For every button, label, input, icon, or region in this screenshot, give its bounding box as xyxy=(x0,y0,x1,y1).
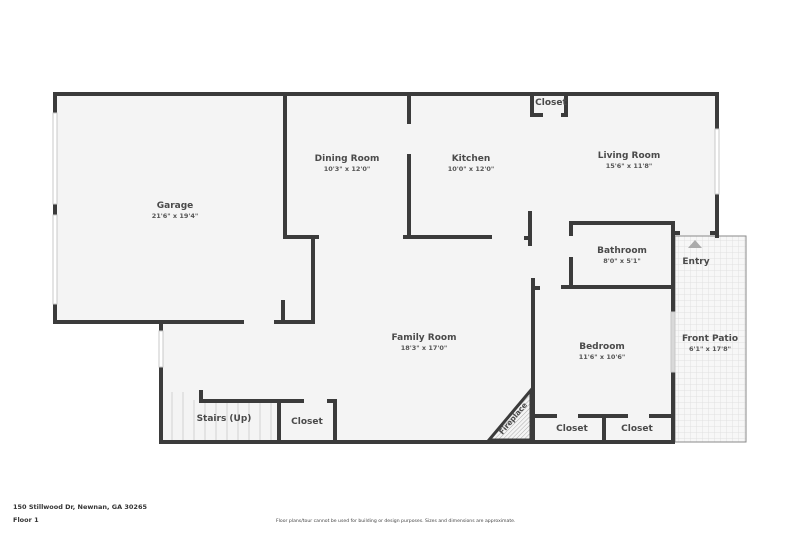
walls xyxy=(53,92,719,444)
room-dims-bedroom: 11'6" x 10'6" xyxy=(579,353,626,361)
disclaimer: Floor plans/tour cannot be used for buil… xyxy=(276,519,516,524)
room-label-stairs: Stairs (Up) xyxy=(197,414,252,424)
room-dims-dining: 10'3" x 12'0" xyxy=(324,165,371,173)
room-dims-bathroom: 8'0" x 5'1" xyxy=(603,257,641,265)
property-address: 150 Stillwood Dr, Newnan, GA 30265 xyxy=(13,503,148,511)
floor-fill xyxy=(55,93,717,442)
front-patio-area xyxy=(674,235,747,443)
room-label-entry: Entry xyxy=(682,257,709,267)
room-label-living: Living Room xyxy=(598,151,660,161)
room-label-kitchen: Kitchen xyxy=(452,154,491,164)
room-dims-garage: 21'6" x 19'4" xyxy=(152,212,199,220)
room-dims-family: 18'3" x 17'0" xyxy=(401,344,448,352)
room-label-front-patio: Front Patio xyxy=(682,334,738,344)
room-label-dining: Dining Room xyxy=(315,154,380,164)
room-label-closet-bed-left: Closet xyxy=(556,424,588,434)
windows xyxy=(52,112,720,373)
room-label-bedroom: Bedroom xyxy=(579,342,625,352)
floor-label: Floor 1 xyxy=(13,516,39,524)
room-dims-living: 15'6" x 11'8" xyxy=(606,162,653,170)
room-label-closet-top: Closet xyxy=(535,98,567,108)
room-dims-front-patio: 6'1" x 17'8" xyxy=(689,345,731,353)
room-label-garage: Garage xyxy=(157,201,194,211)
entry-arrow-icon xyxy=(688,240,702,248)
room-label-bathroom: Bathroom xyxy=(597,246,647,256)
stairs-treads xyxy=(171,392,272,440)
room-label-closet-stairs: Closet xyxy=(291,417,323,427)
room-dims-kitchen: 10'0" x 12'0" xyxy=(448,165,495,173)
room-label-closet-bed-right: Closet xyxy=(621,424,653,434)
room-label-family: Family Room xyxy=(392,333,457,343)
